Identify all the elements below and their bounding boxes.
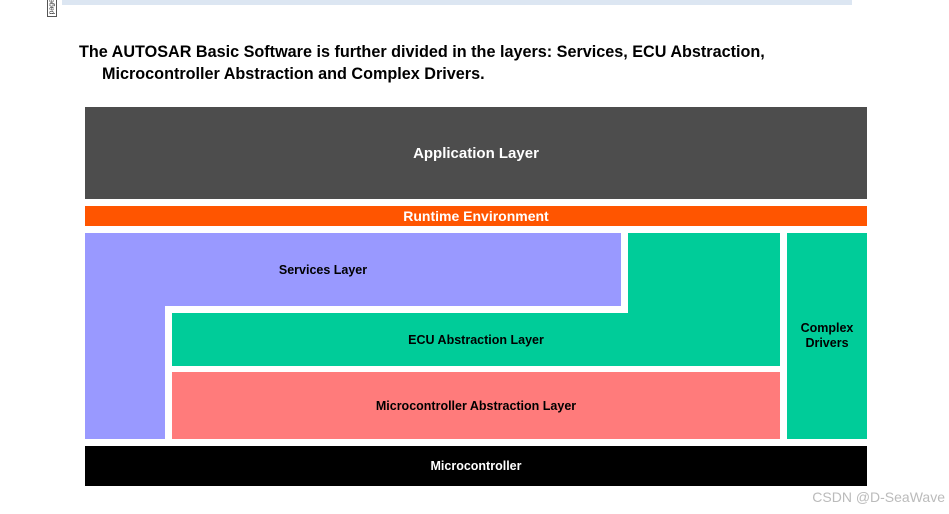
application-layer-label: Application Layer (413, 144, 539, 162)
services-layer-label: Services Layer (278, 262, 368, 277)
intro-text: The AUTOSAR Basic Software is further di… (79, 41, 879, 85)
services-layer-block: Services Layer (165, 233, 621, 306)
microcontroller-abstraction-layer-label: Microcontroller Abstraction Layer (375, 398, 577, 413)
services-layer-left-block (85, 233, 165, 439)
microcontroller-label: Microcontroller (430, 459, 522, 473)
application-layer-block: Application Layer (85, 107, 867, 199)
microcontroller-abstraction-layer-block: Microcontroller Abstraction Layer (172, 372, 780, 439)
page-side-mark: page (47, 0, 57, 17)
runtime-environment-label: Runtime Environment (403, 208, 549, 224)
ecu-abstraction-upper-block (628, 233, 780, 313)
ecu-abstraction-layer-block: ECU Abstraction Layer (172, 313, 780, 366)
intro-line-1: The AUTOSAR Basic Software is further di… (79, 43, 765, 61)
intro-line-2: Microcontroller Abstraction and Complex … (102, 65, 485, 83)
runtime-environment-block: Runtime Environment (85, 206, 867, 226)
header-bar (62, 0, 852, 5)
watermark: CSDN @D-SeaWave (812, 489, 945, 505)
complex-drivers-label: Complex Drivers (800, 321, 854, 350)
ecu-abstraction-layer-label: ECU Abstraction Layer (408, 332, 544, 347)
microcontroller-block: Microcontroller (85, 446, 867, 486)
complex-drivers-block: Complex Drivers (787, 233, 867, 439)
